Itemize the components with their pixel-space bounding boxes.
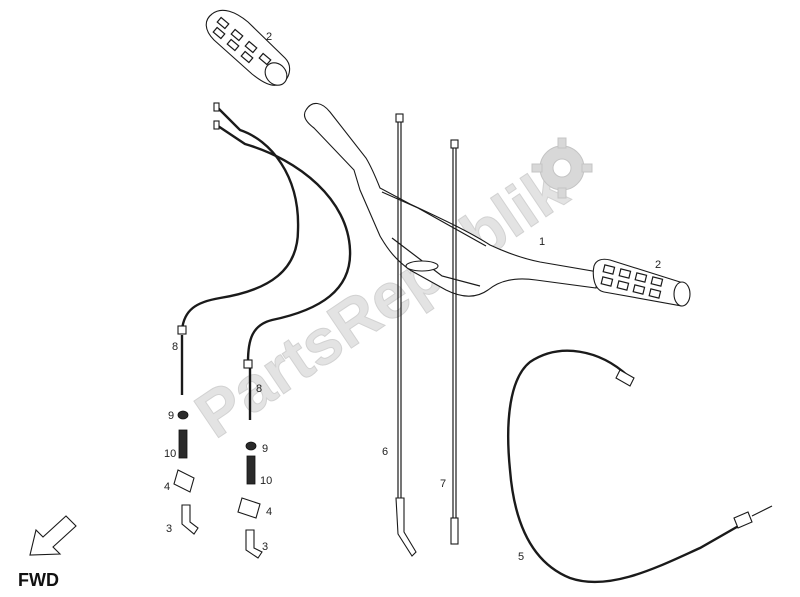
cable-left-assembly: 8 9 10 4 3 8 9 10 4 3 [164, 102, 352, 559]
direction-indicator: FWD [18, 515, 77, 590]
grip-right: 2 [592, 258, 691, 307]
callout-spring-right: 10 [260, 475, 272, 487]
direction-label: FWD [18, 570, 59, 590]
callout-spring-left: 10 [164, 448, 176, 460]
callout-bolt-left: 8 [172, 341, 178, 353]
cable-7: 7 [440, 139, 459, 545]
callout-handlebar: 1 [539, 236, 545, 248]
grip-top: 2 [205, 9, 291, 86]
callout-bolt-right: 8 [256, 383, 262, 395]
callout-nut-left: 9 [168, 410, 174, 422]
callout-nut-right: 9 [262, 443, 268, 455]
callout-sleeve-right: 4 [266, 506, 272, 518]
callout-lever-right: 3 [262, 541, 268, 553]
gear-icon [531, 137, 593, 199]
cable-6: 6 [382, 113, 417, 557]
callout-grip-top: 2 [266, 31, 272, 43]
callout-lever-left: 3 [166, 523, 172, 535]
callout-cable-7: 7 [440, 478, 446, 490]
callout-throttle-cable: 5 [518, 551, 524, 563]
callout-grip-right: 2 [655, 259, 661, 271]
callout-sleeve-left: 4 [164, 481, 170, 493]
throttle-cable: 5 [507, 349, 773, 584]
arrow-icon [29, 515, 77, 556]
callout-cable-6: 6 [382, 446, 388, 458]
watermark: PartsRepublik [182, 137, 593, 452]
